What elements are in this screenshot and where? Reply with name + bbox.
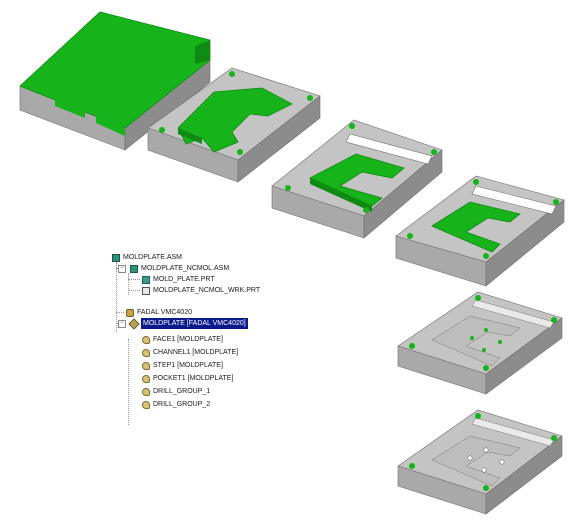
plate-5-drill-hole	[470, 336, 474, 340]
tree-node-label: MOLDPLATE.ASM	[123, 254, 182, 261]
plate-3-hole	[363, 207, 369, 213]
tree-node-label: CHANNEL1 [MOLDPLATE]	[153, 349, 239, 356]
plate-6-drill-hole	[483, 447, 489, 453]
plate-3-step-wall	[310, 178, 372, 212]
plate-5-hole	[475, 295, 481, 301]
plate-2-hole	[307, 95, 313, 101]
plate-5-hole	[551, 317, 557, 323]
operation-icon	[128, 317, 140, 330]
plate-4-right-side	[485, 199, 565, 287]
plate-3-step	[309, 153, 405, 207]
plate-5-right-side	[485, 317, 563, 395]
collapse-toggle[interactable]: −	[118, 320, 126, 328]
plate-4-hole	[407, 233, 413, 239]
tree-node-label: MOLD_PLATE.PRT	[153, 276, 215, 283]
plate-2-hole	[229, 71, 235, 77]
plate-5-drill-hole	[484, 328, 488, 332]
plate-5-hole	[409, 343, 415, 349]
tree-node-step1[interactable]: STEP1 [MOLDPLATE]	[142, 360, 223, 371]
plate-5-drill-hole	[482, 348, 486, 352]
plate-6-hole	[551, 435, 557, 441]
plate-5-pocket-outline	[431, 315, 521, 367]
tree-node-label: POCKET1 [MOLDPLATE]	[153, 375, 234, 382]
plate-6-drill-hole	[467, 455, 473, 461]
nc-sequence-icon	[142, 400, 150, 409]
tree-node-root[interactable]: MOLDPLATE.ASM	[112, 252, 182, 263]
plate-6-drill-hole	[499, 459, 505, 465]
assembly-icon	[112, 253, 120, 262]
tree-node-face1[interactable]: FACE1 [MOLDPLATE]	[142, 334, 223, 345]
plate-6-hole	[475, 413, 481, 419]
tree-node-label: FADAL VMC4020	[137, 309, 192, 316]
plate-1-front-step	[96, 115, 125, 136]
stage-plate-4	[395, 175, 565, 287]
plate-1-front-notch	[55, 98, 85, 118]
plate-6-hole	[409, 463, 415, 469]
stage-plate-5	[397, 291, 563, 395]
tree-node-mold-plate-prt[interactable]: MOLD_PLATE.PRT	[142, 274, 215, 285]
tree-node-label: STEP1 [MOLDPLATE]	[153, 362, 223, 369]
plate-6-hole	[483, 485, 489, 491]
stage-plate-6	[397, 409, 563, 515]
tree-node-label: MOLDPLATE_NCMOL_WRK.PRT	[153, 287, 261, 294]
plate-6-pocket-outline	[431, 435, 521, 487]
tree-node-ncmol-asm[interactable]: MOLDPLATE_NCMOL.ASM	[130, 263, 229, 274]
plate-6-right-side	[485, 435, 563, 515]
plate-5-slot	[471, 299, 555, 329]
tree-node-machine[interactable]: FADAL VMC4020	[126, 307, 192, 318]
nc-sequence-icon	[142, 348, 150, 357]
plate-4-pocket	[431, 201, 521, 253]
tree-node-pocket1[interactable]: POCKET1 [MOLDPLATE]	[142, 373, 233, 384]
tree-node-label: DRILL_GROUP_2	[153, 401, 211, 408]
plate-3-right-side	[363, 149, 443, 239]
stage-plate-2	[147, 67, 321, 183]
plate-3-slot	[345, 133, 433, 165]
stage-plate-3	[271, 119, 443, 239]
plate-2-right-side	[237, 95, 321, 183]
plate-3-hole	[285, 185, 291, 191]
collapse-toggle[interactable]: −	[118, 265, 126, 273]
nc-sequence-icon	[142, 361, 150, 370]
tree-node-label: MOLDPLATE [FADAL VMC4020]	[141, 318, 248, 329]
model-tree: MOLDPLATE.ASM − MOLDPLATE_NCMOL.ASM MOLD…	[112, 252, 312, 432]
nc-sequence-icon	[142, 335, 150, 344]
plate-3-hole	[349, 123, 355, 129]
tree-node-wrk-prt[interactable]: MOLDPLATE_NCMOL_WRK.PRT	[142, 285, 260, 296]
plate-2-hole	[237, 149, 243, 155]
tree-node-channel1[interactable]: CHANNEL1 [MOLDPLATE]	[142, 347, 238, 358]
plate-3-hole	[431, 149, 437, 155]
plate-6-drill-hole	[481, 467, 487, 473]
plate-4-hole	[473, 179, 479, 185]
assembly-icon	[130, 264, 138, 273]
part-icon	[142, 275, 150, 284]
machine-icon	[126, 308, 134, 317]
tree-node-drill-group-1[interactable]: DRILL_GROUP_1	[142, 386, 210, 397]
workpiece-icon	[142, 286, 150, 295]
tree-node-drill-group-2[interactable]: DRILL_GROUP_2	[142, 399, 210, 410]
tree-node-label: FACE1 [MOLDPLATE]	[153, 336, 223, 343]
plate-4-slot	[471, 185, 557, 215]
nc-sequence-icon	[142, 387, 150, 396]
plate-4-hole	[553, 199, 559, 205]
plate-1-step-wall	[195, 40, 210, 64]
tree-node-label: DRILL_GROUP_1	[153, 388, 211, 395]
stage-plate-1	[19, 11, 211, 151]
tree-node-label: MOLDPLATE_NCMOL.ASM	[141, 265, 230, 272]
plate-5-drill-hole	[498, 340, 502, 344]
nc-sequence-icon	[142, 374, 150, 383]
tree-node-operation-selected[interactable]: MOLDPLATE [FADAL VMC4020]	[128, 317, 248, 330]
plate-4-hole	[483, 253, 489, 259]
plate-2-hole	[159, 127, 165, 133]
plate-6-slot	[471, 417, 555, 447]
plate-5-hole	[483, 365, 489, 371]
plate-2-channel-wall	[178, 128, 202, 144]
